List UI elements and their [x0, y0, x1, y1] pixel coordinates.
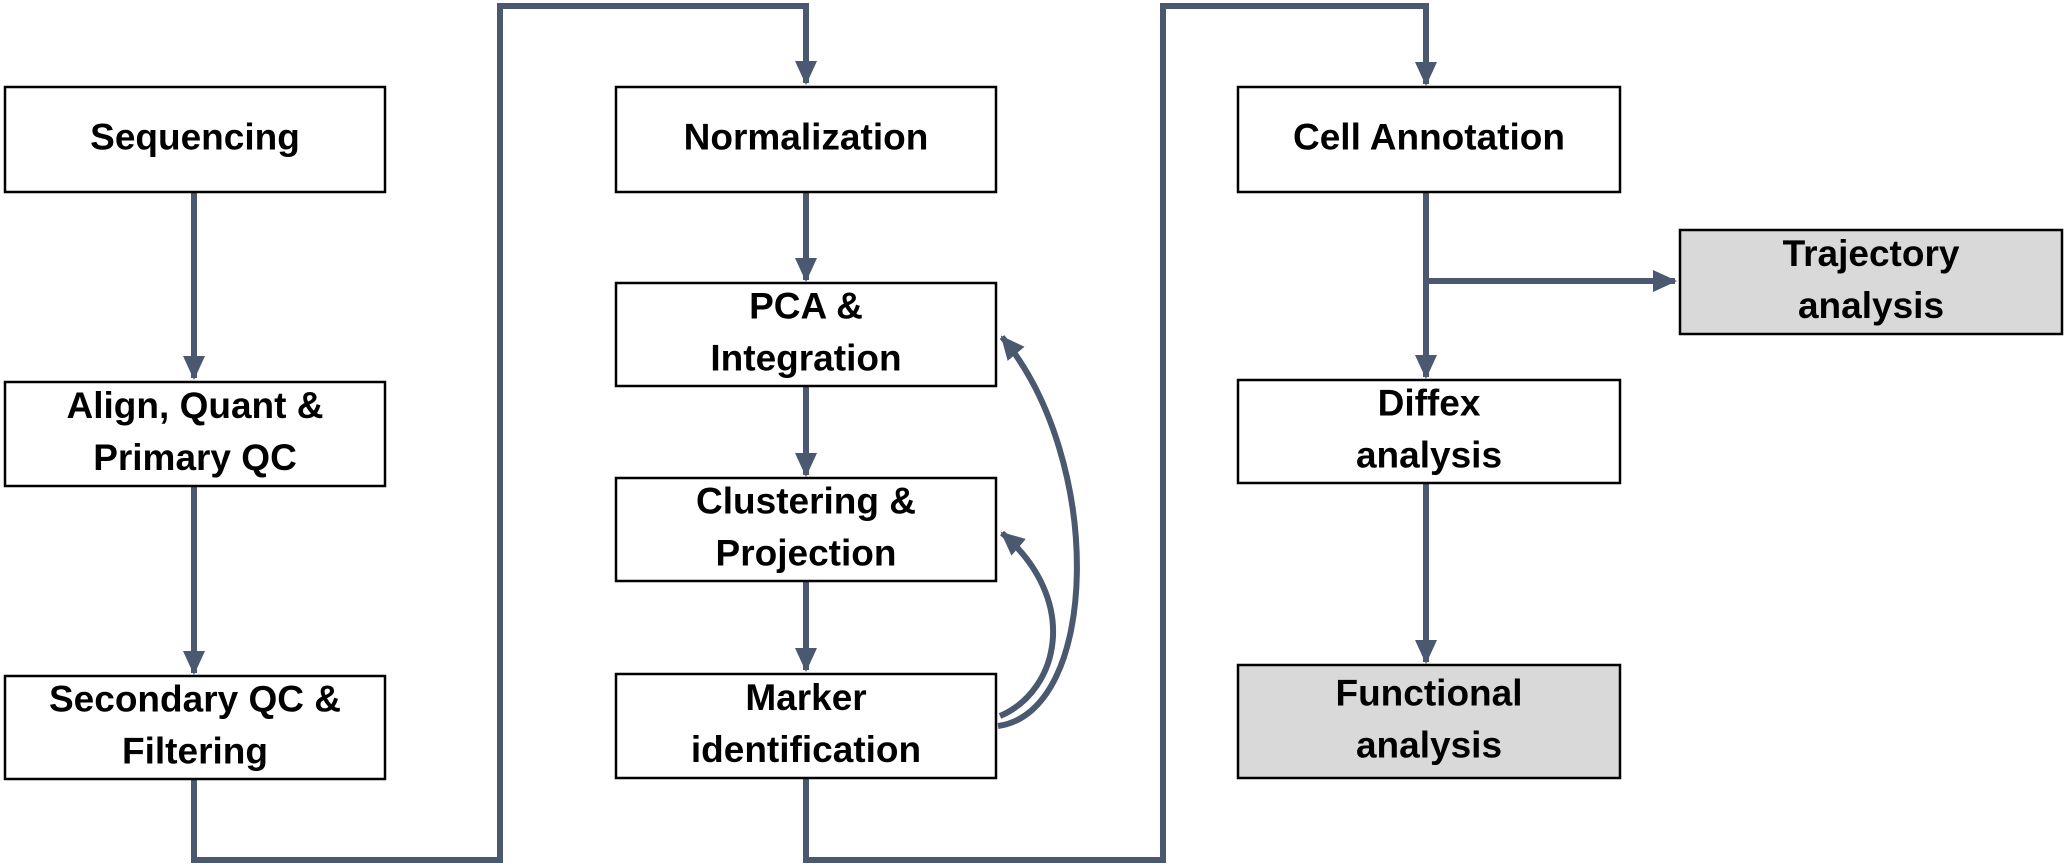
- node-diffex-analysis-label-1: Diffex: [1378, 382, 1481, 423]
- node-clustering-projection-label-1: Clustering &: [696, 480, 916, 521]
- node-functional-analysis: Functional analysis: [1236, 663, 1622, 780]
- node-trajectory-analysis-box: [1678, 228, 2064, 336]
- node-normalization-box: [614, 85, 998, 194]
- node-cell-annotation-box: [1236, 85, 1622, 194]
- node-align-quant-primary-qc-label-1: Align, Quant &: [67, 385, 324, 426]
- node-secondary-qc-filtering-box: [3, 674, 387, 781]
- node-secondary-qc-filtering: Secondary QC & Filtering: [3, 674, 387, 781]
- edge-marker-to-cell-annotation: [803, 3, 1437, 863]
- node-functional-analysis-label-1: Functional: [1335, 672, 1522, 713]
- node-secondary-qc-filtering-label-2: Filtering: [122, 730, 268, 771]
- node-cell-annotation: Cell Annotation: [1236, 85, 1622, 194]
- node-cell-annotation-label-1: Cell Annotation: [1293, 116, 1565, 157]
- node-diffex-analysis-label-2: analysis: [1356, 434, 1502, 475]
- node-diffex-analysis: Diffex analysis: [1236, 378, 1622, 485]
- node-pca-integration: PCA & Integration: [614, 281, 998, 388]
- node-trajectory-analysis-label-2: analysis: [1798, 285, 1944, 326]
- node-sequencing-label-1: Sequencing: [90, 116, 300, 157]
- node-align-quant-primary-qc-label-2: Primary QC: [93, 437, 297, 478]
- node-trajectory-analysis: Trajectory analysis: [1678, 228, 2064, 336]
- node-align-quant-primary-qc: Align, Quant & Primary QC: [3, 380, 387, 488]
- node-marker-identification-label-1: Marker: [745, 677, 866, 718]
- node-marker-identification-label-2: identification: [691, 729, 921, 770]
- node-pca-integration-box: [614, 281, 998, 388]
- node-functional-analysis-label-2: analysis: [1356, 724, 1502, 765]
- node-normalization: Normalization: [614, 85, 998, 194]
- node-align-quant-primary-qc-box: [3, 380, 387, 488]
- node-secondary-qc-filtering-label-1: Secondary QC &: [49, 678, 341, 719]
- node-clustering-projection: Clustering & Projection: [614, 476, 998, 583]
- node-sequencing: Sequencing: [3, 85, 387, 194]
- node-clustering-projection-label-2: Projection: [716, 532, 897, 573]
- edge-marker-to-pca-feedback: [997, 335, 1080, 729]
- node-diffex-analysis-box: [1236, 378, 1622, 485]
- node-sequencing-box: [3, 85, 387, 194]
- node-marker-identification-box: [614, 672, 998, 780]
- edge-secondary-qc-to-normalization: [191, 3, 817, 863]
- node-normalization-label-1: Normalization: [684, 116, 929, 157]
- edge-marker-to-clustering-feedback: [998, 530, 1057, 719]
- node-trajectory-analysis-label-1: Trajectory: [1783, 233, 1960, 274]
- node-functional-analysis-box: [1236, 663, 1622, 780]
- node-pca-integration-label-1: PCA &: [749, 285, 863, 326]
- node-marker-identification: Marker identification: [614, 672, 998, 780]
- nodes: Sequencing Align, Quant & Primary QC Seco…: [3, 85, 2064, 781]
- node-pca-integration-label-2: Integration: [710, 337, 901, 378]
- connectors: [183, 3, 1677, 863]
- node-clustering-projection-box: [614, 476, 998, 583]
